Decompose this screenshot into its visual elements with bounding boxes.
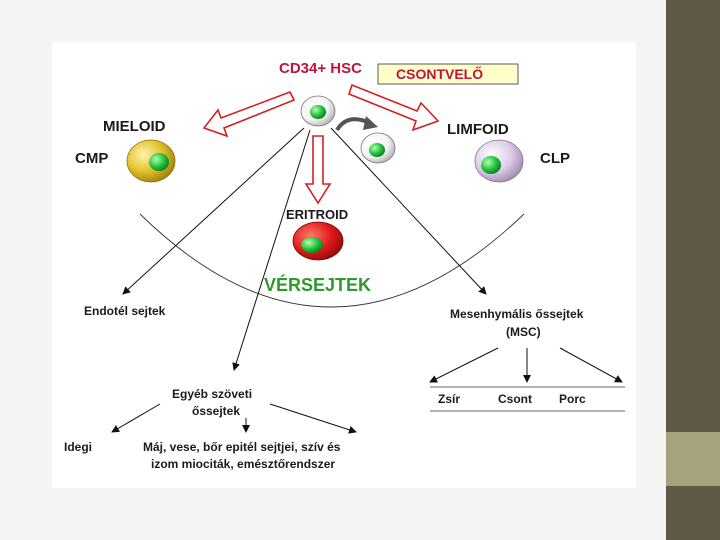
clp-nucleus — [481, 156, 501, 174]
hsc-nucleus — [310, 105, 326, 119]
arrow-to-lymphoid — [348, 83, 440, 132]
organs-line2: izom miociták, emésztőrendszer — [151, 457, 335, 471]
slide-side-bar-accent — [666, 432, 720, 486]
cmp-label: CMP — [75, 150, 108, 167]
neural-label: Idegi — [64, 440, 92, 454]
arrow-to-msc — [330, 127, 487, 295]
clp-label: CLP — [540, 150, 570, 167]
lineage-arc — [139, 213, 525, 308]
organs-line1: Máj, vese, bőr epitél sejtjei, szív és — [143, 440, 341, 454]
arrow-to-cartilage — [559, 347, 623, 383]
self-renewal-arrow-head — [363, 116, 378, 130]
arrow-to-fat — [429, 347, 499, 383]
bone-label: Csont — [498, 392, 532, 406]
cmp-nucleus — [149, 153, 169, 171]
erythroid-nucleus — [301, 237, 323, 253]
bone-marrow-label: CSONTVELŐ — [396, 65, 483, 82]
other-tissue-line2: őssejtek — [192, 404, 240, 418]
endothelial-label: Endotél sejtek — [84, 304, 166, 318]
other-tissue-line1: Egyéb szöveti — [172, 387, 252, 401]
arrow-to-neural — [111, 403, 161, 433]
diagram-panel — [52, 42, 636, 488]
arrow-to-muscle — [269, 403, 357, 434]
lymphoid-label: LIMFOID — [447, 121, 509, 138]
msc-label-line2: (MSC) — [506, 325, 541, 339]
blood-cells-label: VÉRSEJTEK — [264, 274, 371, 295]
bone-marrow-box — [377, 63, 519, 85]
daughter-nucleus — [369, 143, 385, 157]
cartilage-label: Porc — [559, 392, 586, 406]
msc-label-line1: Mesenhymális őssejtek — [450, 307, 584, 321]
myeloid-label: MIELOID — [103, 118, 166, 135]
arrow-to-endothelial — [122, 127, 305, 295]
arrow-to-erythroid — [304, 135, 332, 205]
arrow-to-myeloid — [202, 90, 296, 138]
hsc-label: CD34+ HSC — [279, 60, 362, 77]
arrow-to-other-tissue — [232, 129, 311, 371]
fat-label: Zsír — [438, 392, 460, 406]
erythroid-label: ERITROID — [286, 207, 348, 222]
